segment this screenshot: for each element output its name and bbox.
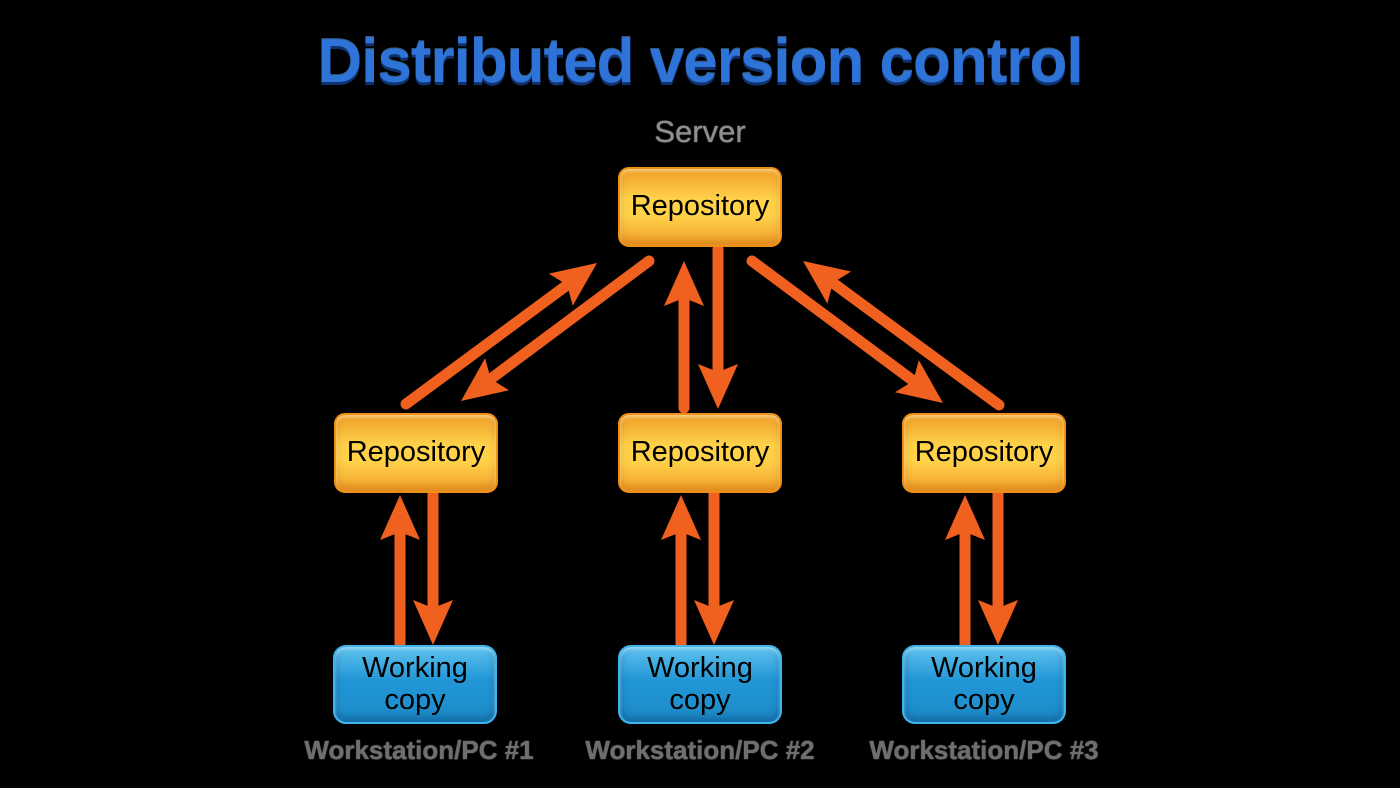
repository-node-2: Repository: [618, 413, 782, 493]
diagram-title: Distributed version control: [317, 27, 1083, 96]
workstation-label-3: Workstation/PC #3: [869, 735, 1099, 765]
server-repository-node: Repository: [618, 167, 782, 247]
working-copy-label-3: Working copy: [931, 652, 1037, 716]
sync-arrow: [413, 486, 453, 645]
working-copy-node-1: Working copy: [333, 645, 497, 724]
sync-arrow: [461, 255, 655, 401]
workstation-label-1: Workstation/PC #1: [304, 735, 534, 765]
repository-node-3: Repository: [902, 413, 1066, 493]
repository-label-3: Repository: [914, 436, 1054, 469]
sync-arrow: [978, 486, 1018, 645]
working-copy-label-2: Working copy: [647, 652, 753, 716]
workstation-label-2: Workstation/PC #2: [585, 735, 815, 765]
sync-arrow: [698, 243, 738, 409]
working-copy-node-3: Working copy: [902, 645, 1066, 724]
working-copy-node-2: Working copy: [618, 645, 782, 724]
working-copy-label-1: Working copy: [362, 652, 468, 716]
sync-arrow: [664, 261, 704, 414]
sync-arrow: [400, 263, 597, 410]
repository-label-1: Repository: [346, 436, 486, 469]
server-label: Server: [654, 114, 746, 149]
sync-arrow: [661, 495, 701, 652]
sync-arrow: [746, 255, 943, 403]
repository-label-2: Repository: [630, 436, 770, 469]
sync-arrow: [694, 486, 734, 645]
server-repository-label: Repository: [630, 190, 770, 223]
sync-arrow: [803, 261, 1005, 411]
repository-node-1: Repository: [334, 413, 498, 493]
sync-arrow: [380, 495, 420, 652]
sync-arrow: [945, 495, 985, 652]
